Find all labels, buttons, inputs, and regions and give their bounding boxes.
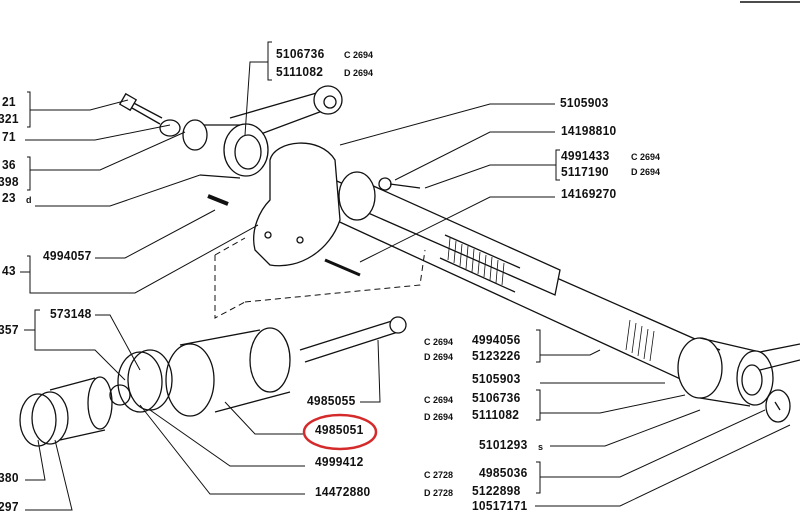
part-number: 321 [0, 111, 19, 126]
part-number: 5106736 [472, 390, 521, 405]
part-number: 4999412 [315, 454, 364, 469]
variant-code: C 2694 [344, 50, 374, 60]
part-number: 14169270 [561, 186, 617, 201]
suffix-code: s [538, 442, 544, 452]
link-rod [118, 85, 421, 206]
highlight-circle [302, 413, 378, 451]
variant-code: D 2694 [344, 68, 374, 78]
leader-lines [20, 41, 791, 511]
part-number: 36 [2, 157, 16, 172]
part-number: 380 [0, 470, 19, 485]
part-number: 5106736 [276, 46, 325, 61]
part-number: 4985055 [307, 393, 356, 408]
part-number: 14472880 [315, 484, 371, 499]
variant-code: D 2694 [424, 412, 454, 422]
variant-code: D 2694 [631, 167, 661, 177]
part-number: 297 [0, 499, 19, 514]
part-number: 357 [0, 322, 19, 337]
part-number: 5111082 [472, 407, 520, 422]
part-number: 4994056 [472, 332, 521, 347]
shift-fork [253, 142, 361, 277]
variant-code: C 2694 [424, 395, 454, 405]
variant-code: D 2728 [424, 488, 454, 498]
part-number: 10517171 [472, 498, 528, 513]
main-shaft [317, 171, 800, 423]
part-number: 21 [2, 94, 16, 109]
part-number: 4991433 [561, 148, 610, 163]
part-number: 4985036 [479, 465, 528, 480]
part-number: 573148 [50, 306, 92, 321]
variant-code: C 2694 [631, 152, 661, 162]
part-number: 5123226 [472, 348, 521, 363]
highlighted-part-number: 4985051 [315, 422, 364, 437]
variant-code: C 2694 [424, 337, 454, 347]
part-number: 5111082 [276, 64, 324, 79]
variant-code: C 2728 [424, 470, 454, 480]
part-number: 5101293 [479, 437, 528, 452]
part-number: 14198810 [561, 123, 617, 138]
part-number: 4994057 [43, 248, 92, 263]
part-number: 71 [2, 129, 16, 144]
variant-code: D 2694 [424, 352, 454, 362]
selector-cylinder [19, 316, 407, 447]
part-number: 398 [0, 174, 19, 189]
suffix-code: d [26, 195, 32, 205]
part-number: 23 [2, 190, 16, 205]
part-number: 43 [2, 263, 16, 278]
part-number: 5122898 [472, 483, 521, 498]
part-number: 5105903 [472, 371, 521, 386]
part-number: 5105903 [560, 95, 609, 110]
part-number: 5117190 [561, 164, 609, 179]
